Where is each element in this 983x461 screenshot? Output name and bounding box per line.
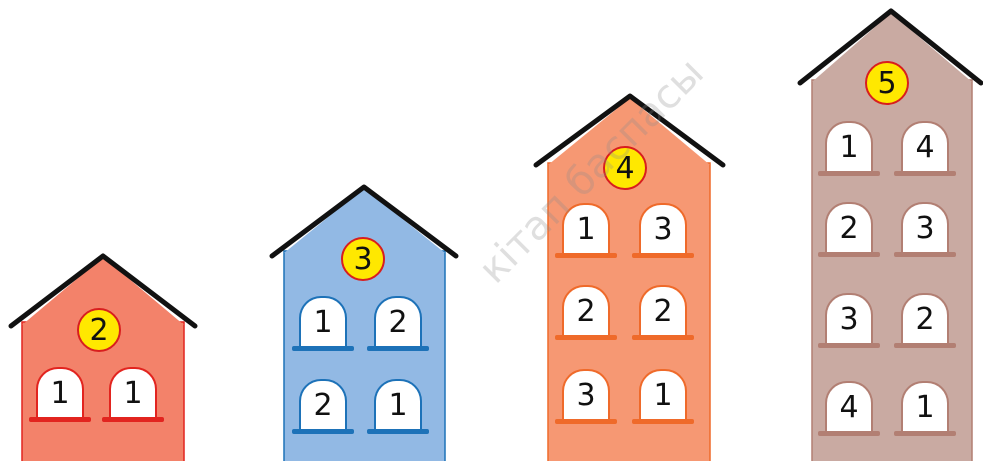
window: 2 (374, 296, 422, 346)
house-body (8, 252, 198, 461)
window-sill (555, 335, 617, 340)
house-3-floors: 3 1 2 2 1 (266, 183, 462, 461)
window-sill (894, 343, 956, 348)
window-sill (818, 252, 880, 257)
house-body (266, 183, 462, 461)
window: 2 (562, 285, 610, 335)
window-sill (894, 252, 956, 257)
house-2-floors: 2 1 1 (8, 252, 198, 461)
window: 1 (639, 369, 687, 419)
window: 1 (109, 367, 157, 417)
window-sill (632, 253, 694, 258)
window: 3 (901, 202, 949, 252)
window-sill (555, 253, 617, 258)
window-sill (29, 417, 91, 422)
window-sill (818, 431, 880, 436)
window: 4 (901, 121, 949, 171)
window: 3 (639, 203, 687, 253)
window: 2 (901, 293, 949, 343)
window-sill (818, 171, 880, 176)
window: 2 (639, 285, 687, 335)
window-sill (555, 419, 617, 424)
window: 3 (825, 293, 873, 343)
window-sill (632, 419, 694, 424)
window: 1 (825, 121, 873, 171)
window: 1 (901, 381, 949, 431)
window: 1 (374, 379, 422, 429)
window-sill (102, 417, 164, 422)
window: 1 (36, 367, 84, 417)
window: 2 (299, 379, 347, 429)
window-sill (367, 429, 429, 434)
window-sill (818, 343, 880, 348)
window-sill (632, 335, 694, 340)
window: 2 (825, 202, 873, 252)
floor-count-badge: 2 (77, 308, 121, 352)
window-sill (292, 346, 354, 351)
window: 3 (562, 369, 610, 419)
floor-count-badge: 3 (341, 237, 385, 281)
window-sill (894, 171, 956, 176)
window-sill (367, 346, 429, 351)
window: 1 (299, 296, 347, 346)
window: 4 (825, 381, 873, 431)
floor-count-badge: 5 (865, 61, 909, 105)
window-sill (894, 431, 956, 436)
window-sill (292, 429, 354, 434)
house-5-floors: 5 1 4 2 3 3 2 4 1 (795, 8, 983, 461)
